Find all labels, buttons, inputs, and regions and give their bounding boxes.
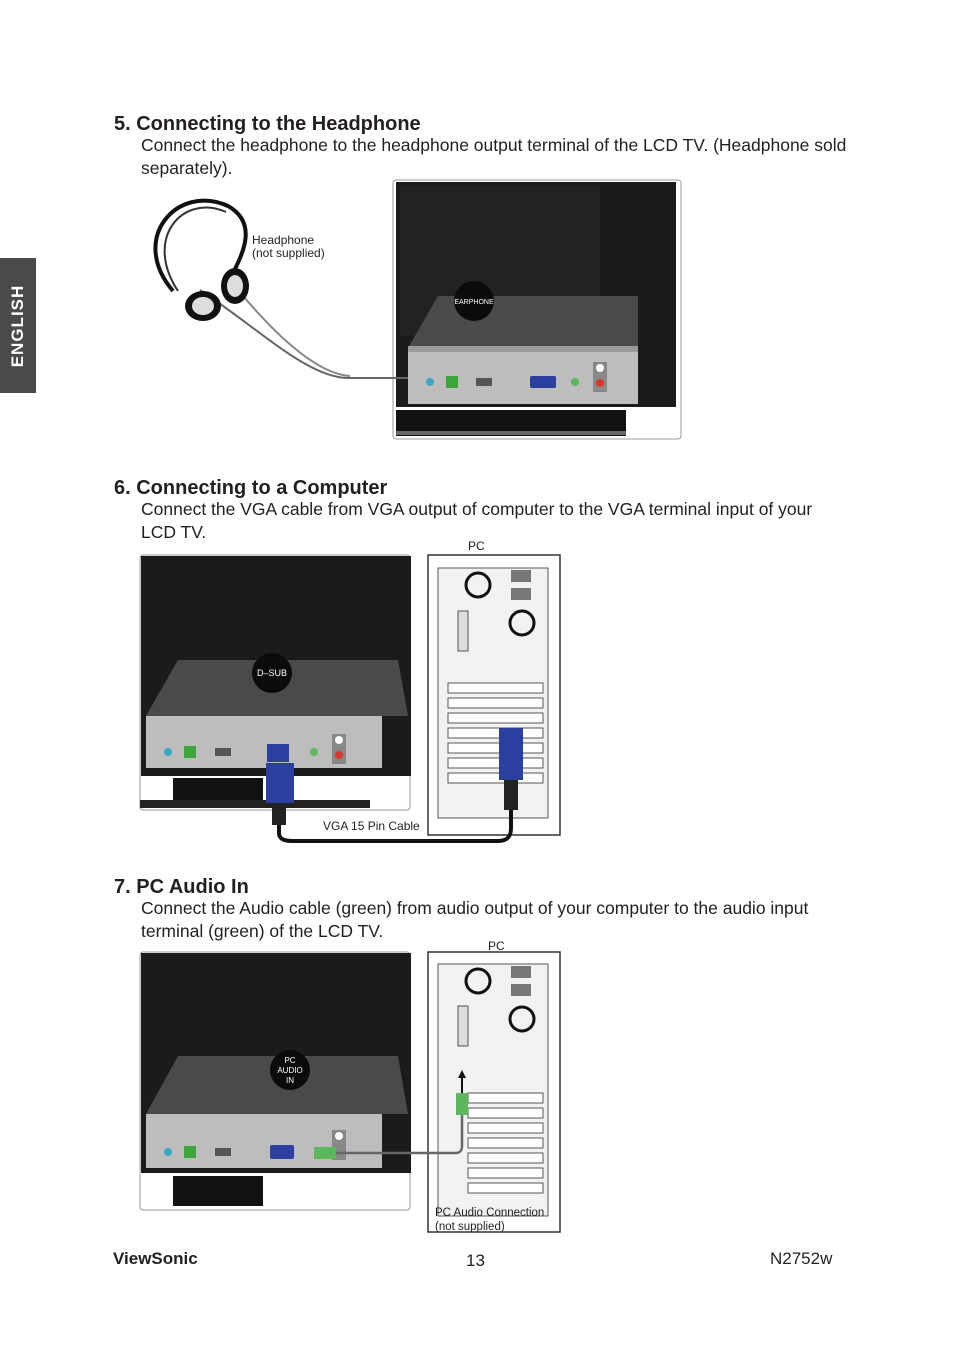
footer-brand: ViewSonic — [113, 1249, 198, 1268]
headphone-diagram: EARPHONE Headphone (not supplied) — [153, 179, 682, 440]
section-7-title: 7. PC Audio In — [114, 876, 249, 898]
headphone-label: Headphone — [252, 233, 314, 247]
language-tab: ENGLISH — [0, 258, 36, 393]
pc-audio-diagram: PC PC AUDIO IN — [139, 939, 561, 1233]
section-5-body: Connect the headphone to the headphone o… — [141, 135, 847, 178]
vga-cable-label: VGA 15 Pin Cable — [323, 819, 420, 833]
section-6-body: Connect the VGA cable from VGA output of… — [141, 499, 813, 542]
computer-diagram: PC D–SUB VGA 15 Pin Cable — [139, 539, 561, 843]
pc-audio-port-line3: IN — [286, 1076, 294, 1085]
pc-label: PC — [468, 539, 485, 553]
earphone-port-label: EARPHONE — [454, 299, 494, 306]
page-number: 13 — [466, 1251, 485, 1270]
pc-label: PC — [488, 939, 505, 953]
section-7-body: Connect the Audio cable (green) from aud… — [141, 898, 809, 941]
language-tab-label: ENGLISH — [8, 284, 27, 367]
headphone-note: (not supplied) — [252, 246, 325, 260]
dsub-port-label: D–SUB — [257, 668, 287, 678]
audio-cable-note: (not supplied) — [435, 1221, 505, 1233]
section-5-title: 5. Connecting to the Headphone — [114, 113, 421, 135]
audio-cable-label: PC Audio Connection — [435, 1207, 545, 1219]
section-6-title: 6. Connecting to a Computer — [114, 477, 388, 499]
pc-audio-port-line2: AUDIO — [277, 1066, 302, 1075]
pc-audio-port-line1: PC — [284, 1056, 295, 1065]
footer-model: N2752w — [770, 1249, 833, 1268]
